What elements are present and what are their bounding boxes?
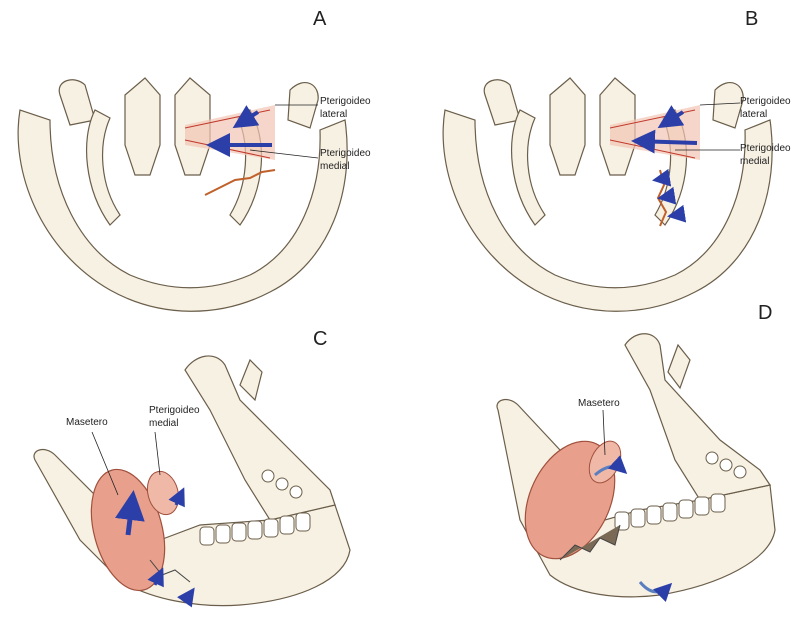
force-arrow-b-small-1	[655, 178, 668, 180]
label-c-pterigoideo-line1: Pterigoideo	[149, 405, 200, 417]
label-b-medial-line1: Pterigoideo	[740, 143, 791, 155]
panel-d-mandible	[497, 334, 775, 597]
force-arrow-b-small-3	[670, 214, 683, 216]
leader-c-pterigoideo	[155, 432, 160, 475]
force-arrow-b-medial	[635, 141, 697, 143]
label-a-medial-line2: medial	[320, 161, 349, 173]
label-c-masetero: Masetero	[66, 417, 108, 429]
label-a-medial-line1: Pterigoideo	[320, 148, 371, 160]
panel-a-mandible	[18, 78, 347, 311]
label-a-lateral-line1: Pterigoideo	[320, 96, 371, 108]
label-d-masetero: Masetero	[578, 398, 620, 410]
label-c-pterigoideo-line2: medial	[149, 418, 178, 430]
panel-b-mandible	[443, 78, 772, 311]
force-arrow-b-small-2	[660, 196, 673, 198]
label-b-medial-line2: medial	[740, 156, 769, 168]
label-b-lateral-line1: Pterigoideo	[740, 96, 791, 108]
label-b-lateral-line2: lateral	[740, 109, 767, 121]
panel-c-mandible	[34, 356, 350, 606]
label-a-lateral-line2: lateral	[320, 109, 347, 121]
